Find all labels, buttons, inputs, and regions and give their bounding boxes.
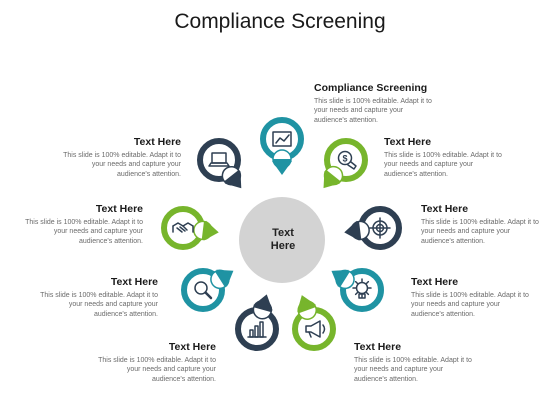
- text-block-right: Text Here This slide is 100% editable. A…: [421, 203, 539, 246]
- body: This slide is 100% editable. Adapt it to…: [384, 152, 502, 178]
- heading: Text Here: [95, 203, 143, 215]
- heading: Text Here: [133, 136, 181, 148]
- laptop-icon: [208, 152, 230, 167]
- chart-icon: [272, 131, 292, 147]
- body: This slide is 100% editable. Adapt it to…: [314, 98, 432, 124]
- heading: Text Here: [354, 341, 402, 353]
- megaphone-icon: [305, 320, 326, 338]
- node-left: [161, 206, 219, 250]
- body: This slide is 100% editable. Adapt it to…: [25, 219, 143, 245]
- heading: Text Here: [421, 203, 469, 215]
- dollar-hand-icon: $: [337, 150, 357, 170]
- handshake-icon: [172, 222, 194, 233]
- text-block-lower-right: Text Here This slide is 100% editable. A…: [411, 276, 529, 319]
- node-top: [260, 117, 304, 175]
- node-knob: [252, 299, 273, 320]
- node-upper-right: $: [323, 138, 368, 189]
- svg-text:$: $: [342, 154, 347, 164]
- text-block-bottom-right: Text Here This slide is 100% editable. A…: [354, 341, 472, 384]
- text-block-upper-left: Text Here This slide is 100% editable. A…: [63, 136, 181, 179]
- text-block-left: Text Here This slide is 100% editable. A…: [25, 203, 143, 246]
- body: This slide is 100% editable. Adapt it to…: [411, 292, 529, 318]
- bar-chart-icon: [247, 321, 267, 338]
- node-lower-left: [181, 268, 234, 312]
- magnifier-icon: [194, 281, 213, 300]
- target-icon: [369, 217, 391, 239]
- slide-title: Compliance Screening: [174, 10, 386, 33]
- body: This slide is 100% editable. Adapt it to…: [40, 292, 158, 318]
- node-knob: [350, 220, 370, 241]
- node-knob: [272, 149, 292, 169]
- body: This slide is 100% editable. Adapt it to…: [98, 357, 216, 383]
- node-bottom-left: [235, 294, 279, 351]
- heading: Text Here: [110, 276, 158, 288]
- node-knob: [221, 165, 242, 186]
- lightbulb-gear-icon: [352, 278, 372, 299]
- node-knob: [193, 220, 213, 241]
- heading: Text Here: [411, 276, 459, 288]
- node-lower-right: [331, 268, 384, 312]
- node-upper-left: [197, 138, 242, 189]
- node-knob: [297, 300, 317, 320]
- center-circle: [239, 197, 325, 283]
- heading: Compliance Screening: [314, 82, 428, 94]
- text-block-upper-right: Text Here This slide is 100% editable. A…: [384, 136, 502, 179]
- node-knob: [210, 269, 230, 290]
- node-knob: [335, 269, 355, 290]
- body: This slide is 100% editable. Adapt it to…: [63, 152, 181, 178]
- text-block-bottom-left: Text Here This slide is 100% editable. A…: [98, 341, 216, 384]
- text-block-top: Compliance Screening This slide is 100% …: [314, 82, 432, 125]
- body: This slide is 100% editable. Adapt it to…: [354, 357, 472, 383]
- node-right: [344, 206, 402, 250]
- text-block-lower-left: Text Here This slide is 100% editable. A…: [40, 276, 158, 319]
- node-bottom-right: [292, 295, 336, 351]
- heading: Text Here: [168, 341, 216, 353]
- body: This slide is 100% editable. Adapt it to…: [421, 219, 539, 245]
- node-knob: [323, 165, 344, 186]
- heading: Text Here: [384, 136, 432, 148]
